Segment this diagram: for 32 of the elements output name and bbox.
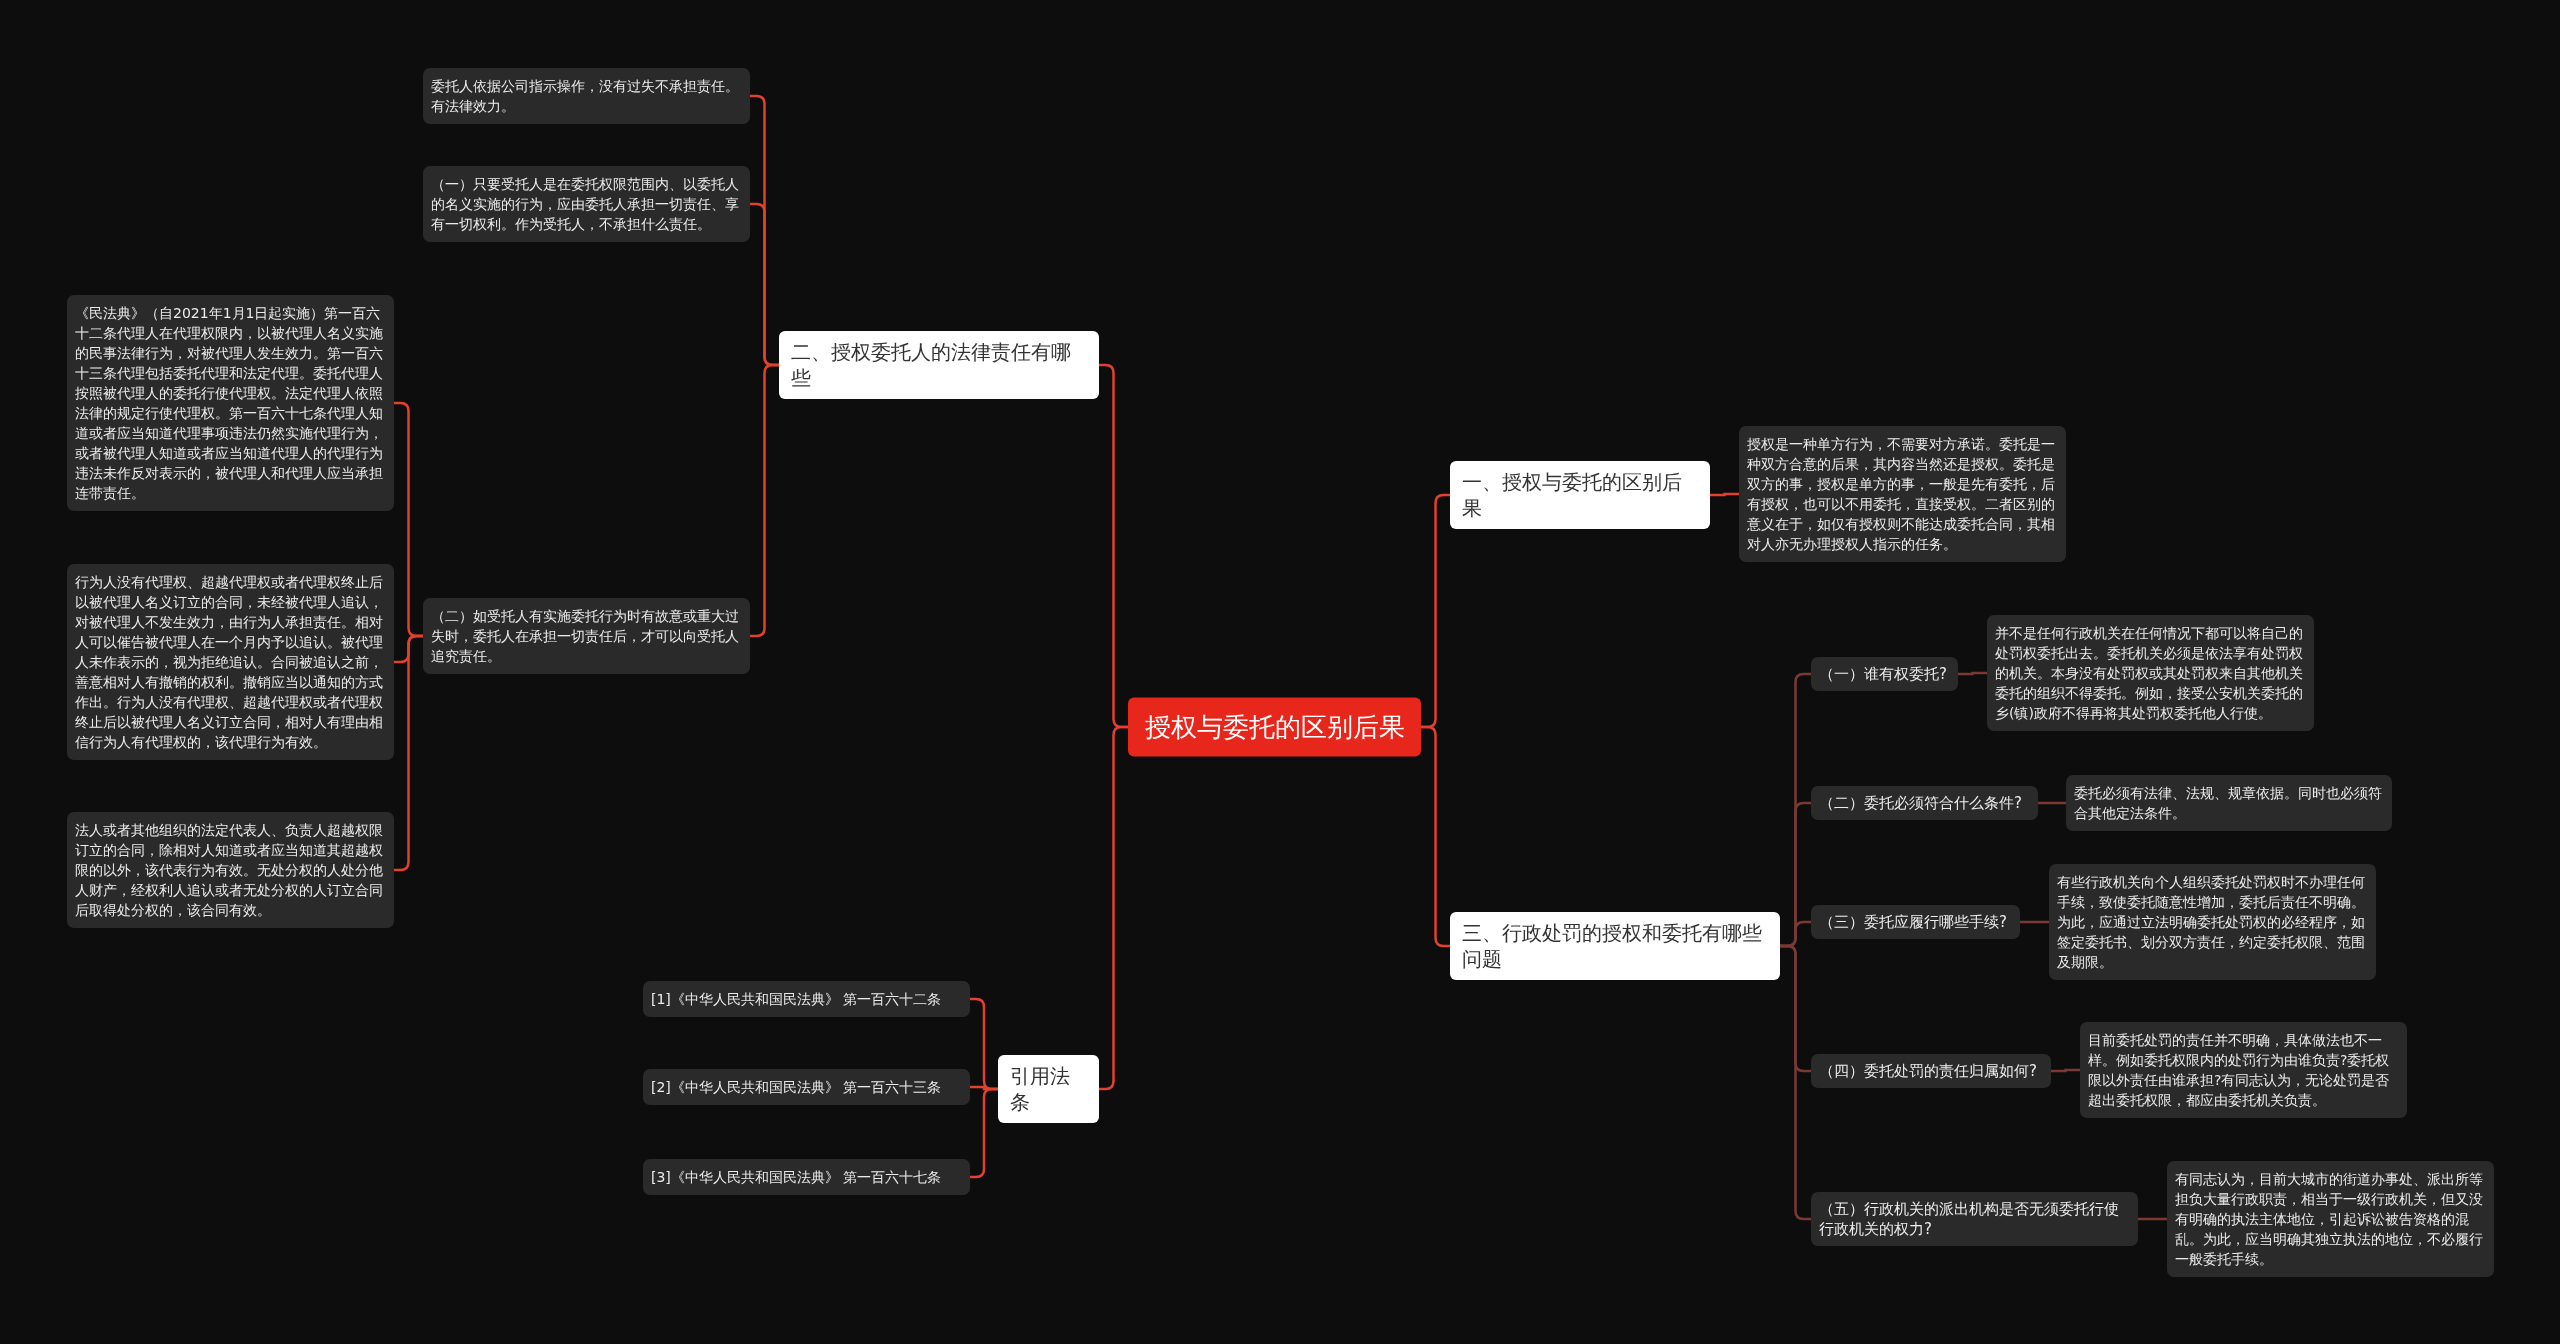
note-card: 并不是任何行政机关在任何情况下都可以将自己的处罚权委托出去。委托机关必须是依法享有处罚权的机关。本身没有处罚权或其处罚权来自其他机关委托的组织不得委托。例如，接受公安机关委托的乡(镇)政府不得再将其处罚权委托他人行使。 bbox=[1987, 615, 2314, 731]
note-card: 授权是一种单方行为，不需要对方承诺。委托是一种双方合意的后果，其内容当然还是授权。委托是双方的事，授权是单方的事，一般是先有委托，后有授权，也可以不用委托，直接受权。二者区别的意义在于，如仅有授权则不能达成委托合同，其相对人亦无办理授权人指示的任务。 bbox=[1739, 426, 2066, 562]
note-card: 有些行政机关向个人组织委托处罚权时不办理任何手续，致使委托随意性增加，委托后责任不明确。为此，应通过立法明确委托处罚权的必经程序，如签定委托书、划分双方责任，约定委托权限、范围及期限。 bbox=[2049, 864, 2376, 980]
connector-line bbox=[2051, 1068, 2080, 1073]
connector-line bbox=[2038, 801, 2066, 805]
question-box: （四）委托处罚的责任归属如何? bbox=[1811, 1054, 2051, 1088]
connector-line bbox=[1710, 492, 1739, 497]
question-box: （三）委托应履行哪些手续? bbox=[1811, 905, 2020, 939]
note-card: 委托必须有法律、法规、规章依据。同时也必须符合其他定法条件。 bbox=[2066, 775, 2392, 831]
connector-line bbox=[2020, 920, 2049, 924]
question-box: （二）委托必须符合什么条件? bbox=[1811, 786, 2038, 820]
note-card: [2]《中华人民共和国民法典》 第一百六十三条 bbox=[643, 1069, 970, 1105]
note-card: 目前委托处罚的责任并不明确，具体做法也不一样。例如委托权限内的处罚行为由谁负责?委托权限以外责任由谁承担?有同志认为，无论处罚是否超出委托权限，都应由委托机关负责。 bbox=[2080, 1022, 2407, 1118]
note-card: 有同志认为，目前大城市的街道办事处、派出所等担负大量行政职责，相当于一级行政机关，但又没有明确的执法主体地位，引起诉讼被告资格的混乱。为此，应当明确其独立执法的地位，不必履行一般委托手续。 bbox=[2167, 1161, 2494, 1277]
topic-box: 引用法条 bbox=[998, 1055, 1099, 1123]
note-card: （二）如受托人有实施委托行为时有故意或重大过失时，委托人在承担一切责任后，才可以向受托人追究责任。 bbox=[423, 598, 750, 674]
central-topic: 授权与委托的区别后果 bbox=[1128, 697, 1421, 757]
question-box: （一）谁有权委托? bbox=[1811, 657, 1958, 691]
topic-box: 二、授权委托人的法律责任有哪些 bbox=[779, 331, 1099, 399]
note-card: 行为人没有代理权、超越代理权或者代理权终止后以被代理人名义订立的合同，未经被代理人追认，对被代理人不发生效力，由行为人承担责任。相对人可以催告被代理人在一个月内予以追认。被代理人未作表示的，视为拒绝追认。合同被追认之前，善意相对人有撤销的权利。撤销应当以通知的方式作出。行为人没有代理权、超越代理权或者代理权终止后以被代理人名义订立合同，相对人有理由相信行为人有代理权的，该代理行为有效。 bbox=[67, 564, 394, 760]
note-card: 《民法典》（自2021年1月1日起实施）第一百六十二条代理人在代理权限内，以被代理人名义实施的民事法律行为，对被代理人发生效力。第一百六十三条代理包括委托代理和法定代理。委托代理人按照被代理人的委托行使代理权。法定代理人依照法律的规定行使代理权。第一百六十七条代理人知道或者应当知道代理事项违法仍然实施代理行为，或者被代理人知道或者应当知道代理人的代理行为违法未作反对表示的，被代理人和代理人应当承担连带责任。 bbox=[67, 295, 394, 511]
note-card: 委托人依据公司指示操作，没有过失不承担责任。有法律效力。 bbox=[423, 68, 750, 124]
connector-line bbox=[1958, 671, 1987, 676]
connector-line bbox=[1780, 944, 1811, 1221]
topic-box: 三、行政处罚的授权和委托有哪些问题 bbox=[1450, 912, 1780, 980]
connector-line bbox=[2138, 1217, 2167, 1221]
note-card: [3]《中华人民共和国民法典》 第一百六十七条 bbox=[643, 1159, 970, 1195]
note-card: （一）只要受托人是在委托权限范围内、以委托人的名义实施的行为，应由委托人承担一切责任、享有一切权利。作为受托人，不承担什么责任。 bbox=[423, 166, 750, 242]
note-card: [1]《中华人民共和国民法典》 第一百六十二条 bbox=[643, 981, 970, 1017]
topic-box: 一、授权与委托的区别后果 bbox=[1450, 461, 1710, 529]
note-card: 法人或者其他组织的法定代表人、负责人超越权限订立的合同，除相对人知道或者应当知道其超越权限的以外，该代表行为有效。无处分权的人处分他人财产，经权利人追认或者无处分权的人订立合同后取得处分权的，该合同有效。 bbox=[67, 812, 394, 928]
question-box: （五）行政机关的派出机构是否无须委托行使行政机关的权力? bbox=[1811, 1192, 2138, 1246]
